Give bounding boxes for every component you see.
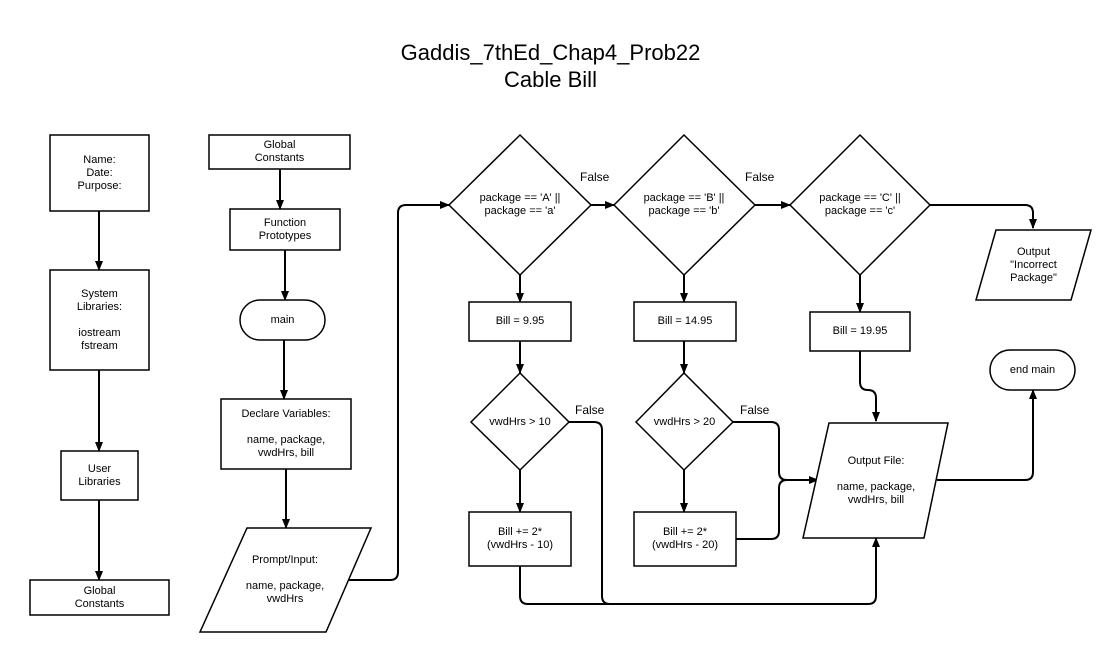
arrow-extra-b-to-output: [736, 476, 819, 540]
arrow-bill-c-to-output: [859, 351, 880, 422]
extra-a-label: Bill += 2* (vwdHrs - 10): [486, 526, 553, 551]
header-label: Name: Date: Purpose:: [77, 153, 122, 192]
global-constants-top-box: [208, 134, 351, 170]
diagram-subtitle: Cable Bill: [504, 67, 597, 92]
declare-variables-label: Declare Variables: name, package, vwdHrs…: [241, 408, 331, 459]
declare-variables-box: [220, 398, 352, 470]
arrow-input-to-decision-a: [346, 201, 450, 581]
end-main-label: end main: [1009, 363, 1056, 376]
decision-a-diamond: [447, 133, 593, 277]
global-constants-top-label: Global Constants: [254, 139, 305, 164]
bill-a-box: [468, 301, 572, 342]
main-label: main: [270, 313, 295, 326]
decision-b-false-label: False: [745, 170, 775, 184]
function-prototypes-label: Function Prototypes: [258, 216, 312, 242]
decision-b-label: package == 'B' || package == 'b': [643, 192, 725, 217]
line-hours-b-false-to-merge: [733, 421, 820, 481]
hours-b-label: vwdHrs > 20: [653, 415, 716, 428]
extra-b-label: Bill += 2* (vwdHrs - 20): [651, 526, 718, 551]
arrow-bus-to-output: [867, 537, 880, 605]
user-libraries-box: [60, 450, 139, 501]
decision-c-diamond: [788, 133, 932, 277]
header-box: [49, 134, 150, 212]
extra-b-box: [633, 511, 737, 567]
function-prototypes-box: [229, 208, 341, 251]
hours-b-diamond: [634, 371, 735, 472]
diagram-title: Gaddis_7thEd_Chap4_Prob22: [400, 40, 701, 65]
end-main-terminal: [989, 349, 1076, 391]
decision-b-diamond: [612, 133, 757, 277]
output-file-label: Output File: name, package, vwdHrs, bill: [836, 454, 916, 506]
output-incorrect-label: Output "Incorrect Package": [1010, 245, 1057, 284]
output-incorrect-parallelogram: [975, 229, 1092, 301]
hours-a-false-label: False: [575, 403, 605, 417]
decision-a-label: package == 'A' || package == 'a': [479, 192, 561, 217]
line-extra-a-to-bus: [519, 566, 868, 605]
bill-b-label: Bill = 14.95: [657, 315, 713, 327]
decision-c-label: package == 'C' || package == 'c': [819, 192, 901, 217]
global-constants-left-box: [29, 579, 170, 616]
user-libraries-label: User Libraries: [78, 462, 121, 488]
bill-c-box: [809, 311, 911, 352]
extra-a-box: [468, 511, 572, 567]
hours-b-false-label: False: [740, 403, 770, 417]
arrow-output-to-end: [937, 389, 1037, 481]
bill-c-label: Bill = 19.95: [832, 325, 888, 337]
system-libraries-label: System Libraries: iostream fstream: [76, 287, 123, 352]
arrow-c-false-to-output: [930, 204, 1037, 229]
bill-a-label: Bill = 9.95: [495, 315, 545, 327]
hours-a-label: vwdHrs > 10: [489, 415, 551, 428]
line-hours-a-false-to-bus: [569, 421, 868, 605]
prompt-input-label: Prompt/Input: name, package, vwdHrs: [245, 554, 325, 605]
bill-b-box: [633, 301, 737, 342]
hours-a-diamond: [469, 371, 571, 472]
main-terminal: [239, 299, 326, 341]
decision-a-false-label: False: [580, 170, 610, 184]
prompt-input-parallelogram: [198, 527, 373, 633]
output-file-parallelogram: [802, 422, 949, 539]
system-libraries-box: [49, 269, 150, 371]
global-constants-left-label: Global Constants: [74, 584, 125, 610]
